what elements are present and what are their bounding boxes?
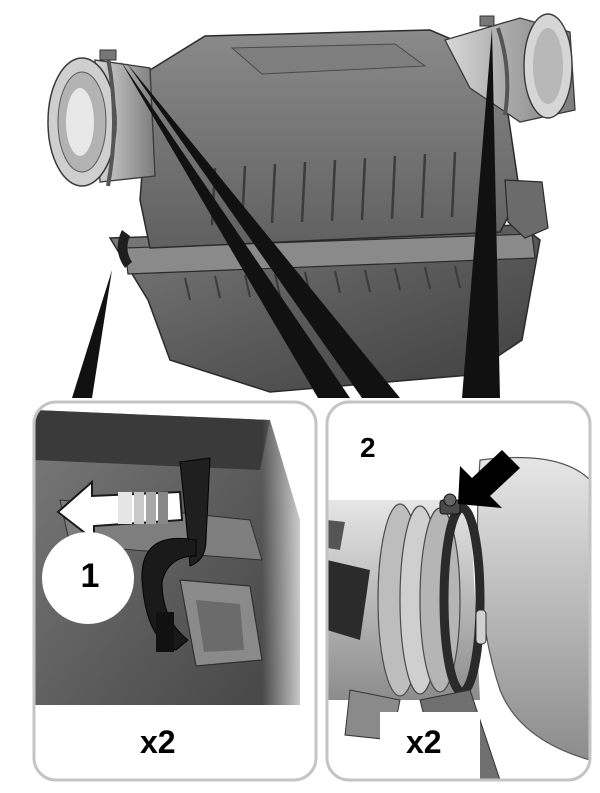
step-1-label: 1 [80, 557, 100, 595]
quantity-left-label: x2 [140, 724, 176, 760]
left-inlet-duct [47, 49, 156, 187]
quantity-right-label: x2 [406, 724, 442, 760]
pull-arrow-icon [56, 479, 184, 543]
detail-panel-right-border [325, 400, 592, 782]
tray-ribs [184, 265, 461, 301]
air-filter-housing-icon [47, 13, 576, 393]
step-2-label: 2 [360, 432, 376, 463]
latch-strap-icon [141, 457, 211, 652]
leader-center-a [120, 60, 350, 398]
housing-left-strap [117, 230, 132, 268]
right-outlet-duct [444, 13, 576, 123]
leader-wedges [72, 28, 500, 398]
press-arrow-icon [458, 450, 520, 508]
detail-panel-left [32, 400, 318, 782]
leader-left [72, 270, 112, 398]
lid-raised-panel [230, 43, 427, 75]
leader-right [462, 28, 500, 398]
housing-right-bracket [504, 179, 549, 239]
detail-panel-right [325, 400, 592, 782]
step-1-badge [42, 532, 134, 624]
detail-panel-left-border [32, 400, 318, 782]
leader-center-b [126, 62, 400, 398]
